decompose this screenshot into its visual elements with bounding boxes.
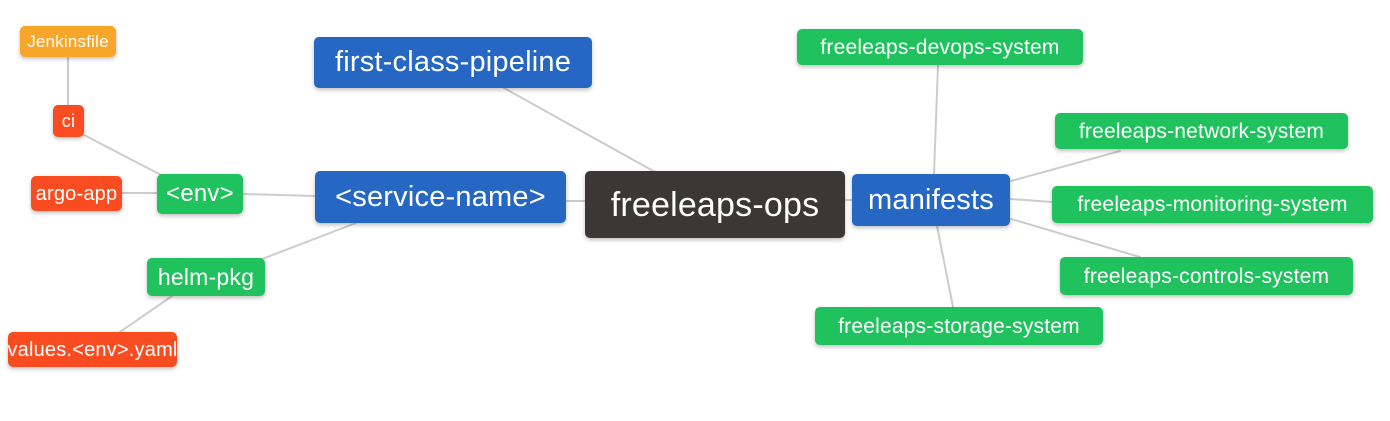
node-label: ci xyxy=(61,111,76,131)
node-freeleaps-controls-system[interactable]: freeleaps-controls-system xyxy=(1060,257,1353,295)
edge-manifests-controls xyxy=(1010,218,1141,258)
edge-manifests-monitoring xyxy=(1010,198,1053,203)
node-label: freeleaps-storage-system xyxy=(838,314,1080,338)
node-label: values.<env>.yaml xyxy=(7,338,178,361)
node-label: argo-app xyxy=(35,182,118,205)
edge-ci-env xyxy=(83,134,164,177)
node-label: freeleaps-network-system xyxy=(1078,119,1325,143)
node-freeleaps-storage-system[interactable]: freeleaps-storage-system xyxy=(815,307,1103,345)
node-label: <service-name> xyxy=(335,180,546,213)
node-ci[interactable]: ci xyxy=(53,105,84,137)
node-first-class-pipeline[interactable]: first-class-pipeline xyxy=(314,37,592,88)
node-freeleaps-monitoring-system[interactable]: freeleaps-monitoring-system xyxy=(1052,186,1373,223)
edge-helm-pkg-values xyxy=(119,295,173,333)
edge-env-service-name xyxy=(242,193,316,197)
node-label: manifests xyxy=(868,183,994,216)
node-label: <env> xyxy=(166,180,234,207)
node-env[interactable]: <env> xyxy=(157,174,243,214)
node-label: helm-pkg xyxy=(157,263,255,290)
node-label: freeleaps-ops xyxy=(610,185,820,224)
node-helm-pkg[interactable]: helm-pkg xyxy=(147,258,265,296)
node-freeleaps-devops-system[interactable]: freeleaps-devops-system xyxy=(797,29,1083,65)
edge-pipeline-freeleaps-ops xyxy=(503,87,656,173)
edge-manifests-network xyxy=(1010,150,1121,182)
node-service-name[interactable]: <service-name> xyxy=(315,171,566,223)
node-label: first-class-pipeline xyxy=(334,46,572,78)
edge-service-name-helm-pkg xyxy=(261,222,357,260)
node-label: freeleaps-monitoring-system xyxy=(1077,193,1348,216)
node-values-env-yaml[interactable]: values.<env>.yaml xyxy=(7,332,178,367)
edge-devops-manifests xyxy=(933,64,939,175)
edge-manifests-storage xyxy=(936,225,954,308)
node-argo-app[interactable]: argo-app xyxy=(31,176,122,211)
node-label: Jenkinsfile xyxy=(27,32,109,51)
node-manifests[interactable]: manifests xyxy=(852,174,1010,226)
node-label: freeleaps-devops-system xyxy=(820,35,1060,59)
node-freeleaps-ops-root[interactable]: freeleaps-ops xyxy=(585,171,845,238)
node-label: freeleaps-controls-system xyxy=(1083,264,1330,288)
node-freeleaps-network-system[interactable]: freeleaps-network-system xyxy=(1055,113,1348,149)
node-jenkinsfile[interactable]: Jenkinsfile xyxy=(20,26,116,57)
